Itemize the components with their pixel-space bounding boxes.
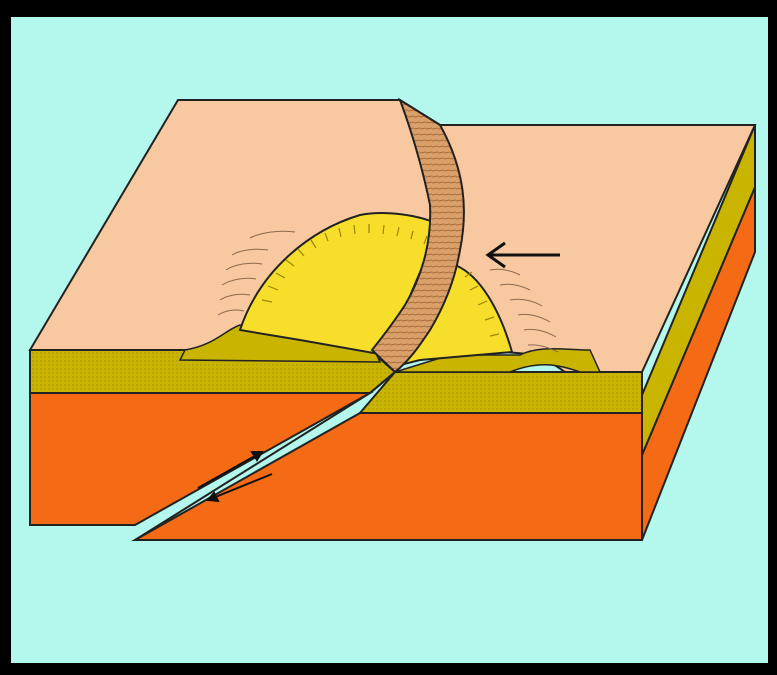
upper-layer-right <box>360 372 642 413</box>
figure-frame <box>11 17 768 663</box>
block-diagram <box>11 17 768 663</box>
